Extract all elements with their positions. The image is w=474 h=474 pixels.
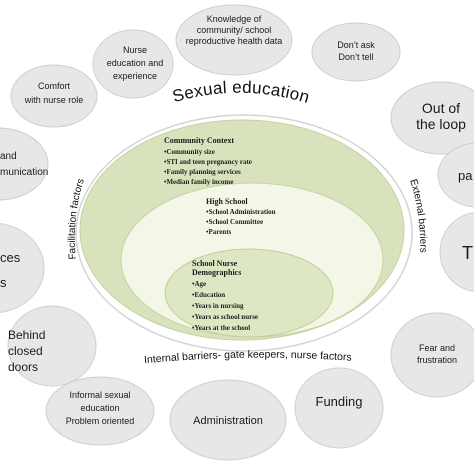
community-item: •Family planning services	[164, 168, 241, 176]
internal-barriers-label: Internal barriers- gate keepers, nurse f…	[144, 349, 353, 367]
bubble-funding-text: Funding	[316, 394, 363, 409]
bubble-line: doors	[8, 360, 38, 374]
bubble-fear: Fear and frustration	[390, 312, 474, 398]
bubble-behind-doors-text: Behind closed doors	[8, 328, 45, 374]
main-title: Sexual education	[170, 78, 311, 107]
bubble-line: reproductive health data	[186, 36, 283, 46]
bubble-line: Don’t ask	[337, 40, 375, 50]
bubble-administration-text: Administration	[193, 415, 263, 427]
bubble-line: the loop	[416, 116, 466, 132]
bubble-line: Funding	[316, 394, 363, 409]
community-context-title: Community Context	[164, 136, 234, 145]
community-item: •Community size	[164, 148, 215, 156]
bubble-line: pa	[458, 168, 473, 183]
bubble-resources-text: ces s	[0, 250, 21, 290]
bubble-line: Knowledge of	[207, 14, 262, 24]
bubble-resources: ces s	[0, 223, 45, 313]
bubble-line: Nurse	[123, 45, 147, 55]
high-school-title: High School	[206, 197, 248, 206]
bubble-pa-text: pa	[458, 168, 473, 183]
school-nurse-title: Demographics	[192, 268, 241, 277]
school-nurse-item: •Years as school nurse	[192, 313, 258, 321]
context-rings	[75, 114, 413, 352]
community-item: •Median family income	[164, 178, 233, 186]
bubble-line: Fear and	[419, 343, 455, 353]
bubble-line: experience	[113, 71, 157, 81]
bubble-pa: pa	[437, 142, 474, 208]
school-nurse-title: School Nurse	[192, 259, 238, 268]
community-context-block: Community Context •Community size •STI a…	[164, 136, 252, 186]
bubble-line: closed	[8, 344, 43, 358]
high-school-block: High School •School Administration •Scho…	[206, 197, 276, 236]
bubble-line: Comfort	[38, 81, 71, 91]
bubble-t: T	[439, 211, 474, 293]
bubble-line: frustration	[417, 355, 457, 365]
high-school-item: •School Administration	[206, 208, 276, 216]
bubble-comfort: Comfort with nurse role	[10, 64, 98, 128]
high-school-item: •Parents	[206, 228, 232, 236]
bubble-fear-text: Fear and frustration	[417, 343, 457, 365]
bubble-line: and	[0, 151, 17, 162]
bubble-line: munication	[0, 167, 48, 178]
bubble-line: Don’t tell	[338, 52, 373, 62]
bubble-communication-text: and munication	[0, 151, 48, 178]
bubble-line: education and	[107, 58, 164, 68]
high-school-item: •School Committee	[206, 218, 263, 226]
school-nurse-block: School Nurse Demographics •Age •Educatio…	[192, 259, 258, 332]
bubble-line: with nurse role	[24, 95, 84, 105]
school-nurse-item: •Years at the school	[192, 324, 250, 332]
bubble-line: community/ school	[197, 25, 272, 35]
school-nurse-item: •Years in nursing	[192, 302, 244, 310]
bubble-line: Behind	[8, 328, 45, 342]
bubble-nurse-education: Nurse education and experience	[92, 29, 174, 99]
bubble-administration: Administration	[169, 379, 287, 461]
bubble-comfort-text: Comfort with nurse role	[24, 81, 84, 105]
bubble-t-text: T	[462, 243, 473, 263]
school-nurse-item: •Age	[192, 280, 206, 288]
bubble-nurse-education-text: Nurse education and experience	[107, 45, 164, 81]
bubble-line: Administration	[193, 415, 263, 427]
school-nurse-item: •Education	[192, 291, 225, 299]
school-nurse-ring	[164, 248, 334, 338]
bubble-communication: and munication	[0, 127, 49, 201]
bubble-line: Out of	[422, 100, 460, 116]
bubble-behind-doors: Behind closed doors	[7, 305, 97, 387]
community-item: •STI and teen pregnancy rate	[164, 158, 252, 166]
bubble-line: ces	[0, 250, 21, 265]
bubble-line: Problem oriented	[66, 416, 135, 426]
bubble-line: T	[462, 243, 473, 263]
bubble-funding: Funding	[294, 367, 384, 449]
bubble-line: Informal sexual	[69, 390, 130, 400]
bubble-line: s	[0, 275, 7, 290]
bubble-line: education	[80, 403, 119, 413]
